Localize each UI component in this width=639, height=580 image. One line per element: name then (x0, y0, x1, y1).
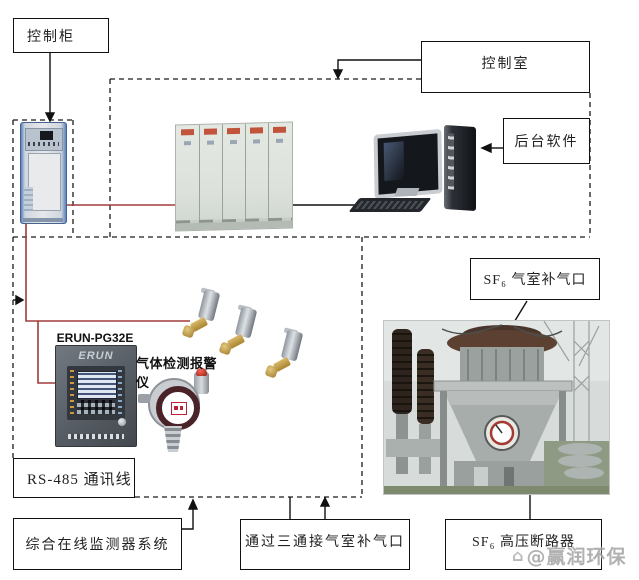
connector-monitoring-system (182, 507, 194, 530)
controller-model-label: ERUN-PG32E (56, 331, 134, 345)
detector-stem (164, 426, 182, 452)
indicator-lights (118, 370, 122, 414)
monitoring-system-label: 综合在线监测器系统 (25, 538, 170, 553)
gas-sensor-1 (181, 287, 221, 339)
panel-indicators (176, 138, 292, 146)
monitor-stand (394, 188, 420, 196)
sf6-breaker-label-box: SF₆ 高压断路器 (445, 519, 602, 570)
sf6-gas-port-label: SF₆ 气室补气口 (483, 273, 587, 288)
gas-detector-label: 气体检测报警仪 (136, 356, 218, 390)
alarm-beacon-lamp (196, 368, 207, 376)
black-connectors (13, 53, 531, 530)
computer-image (348, 124, 492, 218)
gas-sensor-3 (264, 327, 304, 379)
controller-screen (77, 371, 117, 399)
cabinet-door (28, 153, 61, 211)
backend-software-label-box: 后台软件 (503, 118, 590, 164)
control-room-label-box: 控制室 (421, 41, 590, 93)
control-cabinet-label: 控制柜 (27, 29, 75, 45)
rs485-label: RS-485 通讯线 (27, 471, 132, 488)
alarm-beacon (194, 372, 209, 394)
panel-nameplates (176, 126, 292, 136)
watermark: ⌂ @赢润环保 (512, 542, 626, 569)
wire-cabinet-to-sensors (25, 218, 190, 322)
cabinet-screen (40, 131, 53, 140)
red-signal-wires (25, 204, 190, 384)
watermark-text: @赢润环保 (526, 546, 627, 568)
wire-to-erun-controller (37, 321, 56, 384)
sf6-breaker-label: SF₆ 高压断路器 (472, 535, 575, 550)
controller-keypad (77, 400, 115, 414)
tee-connection-label: 通过三通接气室补气口 (245, 535, 405, 550)
indicator-lights (70, 370, 74, 414)
control-cabinet-label-box: 控制柜 (13, 18, 109, 53)
cabinet-top-panel (25, 128, 63, 151)
backend-software-label: 后台软件 (514, 135, 579, 150)
cabinet-buttons (28, 142, 59, 146)
sf6-breaker-photo (383, 320, 610, 495)
control-cabinet-image (20, 122, 67, 224)
controller-knob (118, 418, 126, 426)
control-room-label: 控制室 (481, 57, 530, 72)
switchgear-panels-image (175, 121, 293, 232)
erun-logo: ERUN (78, 350, 114, 362)
keyboard (348, 198, 432, 212)
cabinet-base (23, 218, 63, 222)
arrow-down-icon (332, 69, 344, 80)
breaker-photo-art (384, 320, 609, 494)
arrow-up-icon (319, 496, 331, 507)
cabinet-vent (24, 187, 33, 211)
sf6-gas-port-label-box: SF₆ 气室补气口 (470, 258, 600, 300)
tee-connection-label-box: 通过三通接气室补气口 (240, 519, 410, 570)
pc-tower (444, 124, 476, 212)
dashed-zone-boundaries (12, 78, 591, 498)
watermark-logo-icon: ⌂ (512, 546, 525, 565)
monitoring-system-label-box: 综合在线监测器系统 (13, 518, 182, 570)
gas-detector-image (138, 368, 220, 452)
connector-control-room (337, 59, 421, 71)
gas-sensor-2 (218, 304, 258, 356)
arrow-right-icon (15, 294, 25, 306)
detector-head (148, 378, 200, 430)
rs485-label-box: RS-485 通讯线 (13, 458, 135, 498)
arrow-left-icon (480, 142, 492, 154)
arrow-up-icon (187, 498, 199, 510)
arrow-down-icon (44, 112, 56, 123)
erun-controller-image: ERUN (55, 345, 137, 447)
